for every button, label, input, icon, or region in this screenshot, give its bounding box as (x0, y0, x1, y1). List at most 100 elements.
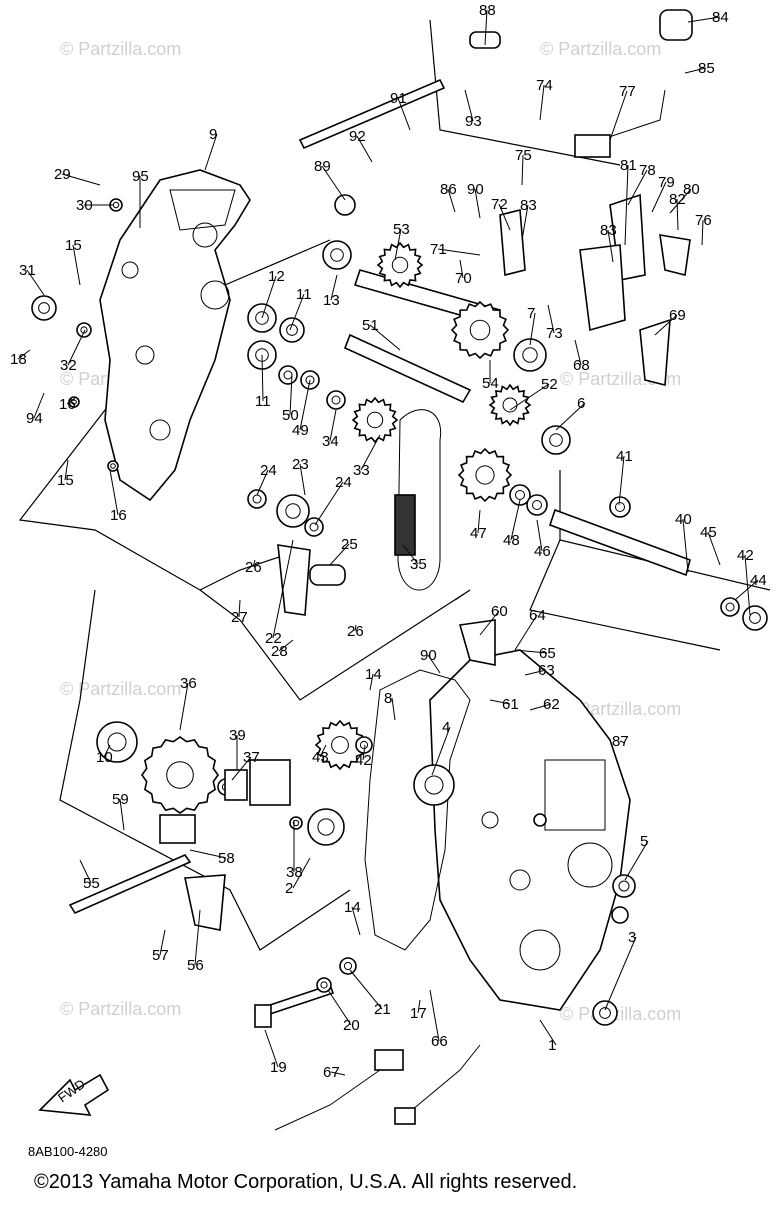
gear-hub (391, 256, 409, 274)
callout-79: 79 (658, 174, 675, 191)
leader-line (474, 188, 481, 219)
leader-line (536, 519, 543, 552)
callout-67: 67 (323, 1064, 340, 1081)
callout-26: 26 (245, 559, 262, 576)
leader-line (272, 539, 294, 639)
callout-76: 76 (695, 212, 712, 229)
callout-17: 17 (410, 1005, 427, 1022)
callout-40: 40 (675, 511, 692, 528)
bearing-bore (522, 347, 538, 363)
gear-hub (366, 411, 384, 429)
copyright-notice: ©2013 Yamaha Motor Corporation, U.S.A. A… (34, 1171, 577, 1193)
leader-line (555, 402, 586, 431)
callout-83: 83 (600, 222, 617, 239)
callout-25: 25 (341, 536, 358, 553)
leader-line (734, 579, 759, 601)
leader-line (321, 165, 346, 201)
leader-line (261, 275, 277, 319)
gear-hub (469, 319, 491, 341)
leader-line (459, 259, 464, 279)
leader-line (17, 349, 31, 360)
callout-28: 28 (271, 643, 288, 660)
callout-48: 48 (503, 532, 520, 549)
gear (314, 719, 366, 771)
leader-line (369, 673, 374, 691)
bearing-bore (515, 490, 525, 500)
bearing (339, 957, 357, 975)
leader-line (61, 173, 101, 186)
callout-24: 24 (260, 462, 277, 479)
leader-line (299, 379, 311, 431)
callout-50: 50 (282, 407, 299, 424)
callout-54: 54 (482, 375, 499, 392)
callout-52: 52 (541, 376, 558, 393)
callout-90: 90 (420, 647, 437, 664)
callout-22: 22 (265, 630, 282, 647)
callout-92: 92 (349, 128, 366, 145)
leader-line (397, 97, 411, 131)
bearing (247, 489, 267, 509)
callout-74: 74 (536, 77, 553, 94)
callout-27: 27 (231, 609, 248, 626)
callout-41: 41 (616, 448, 633, 465)
callout-44: 44 (750, 572, 767, 589)
leader-line (354, 624, 357, 632)
leader-line (194, 909, 201, 966)
gear (450, 300, 510, 360)
callout-47: 47 (470, 525, 487, 542)
bearing-bore (110, 463, 116, 469)
callout-53: 53 (393, 221, 410, 238)
bearing-bore (331, 395, 341, 405)
gear (376, 241, 424, 289)
callout-13: 13 (323, 292, 340, 309)
callout-7: 7 (527, 305, 535, 322)
bearing (326, 390, 346, 410)
callout-91: 91 (390, 90, 407, 107)
leader-line (701, 219, 704, 246)
gear-hub (166, 761, 194, 789)
leader-line (514, 649, 548, 654)
callout-38: 38 (286, 864, 303, 881)
callout-2: 2 (285, 880, 293, 897)
callout-82: 82 (669, 191, 686, 208)
bearing-bore (725, 602, 735, 612)
gear (457, 447, 513, 503)
leader-line (159, 929, 166, 956)
leader-line (289, 293, 305, 331)
bearing (276, 494, 310, 528)
callout-11: 11 (255, 393, 271, 410)
callout-78: 78 (639, 162, 656, 179)
leader-line (319, 744, 327, 758)
bearing-bore (424, 775, 444, 795)
leader-line (618, 455, 625, 506)
bearing-bore (532, 500, 542, 510)
callout-59: 59 (112, 791, 129, 808)
leader-line (676, 198, 679, 231)
leader-line (707, 531, 721, 566)
callout-37: 37 (243, 749, 260, 766)
bearing (513, 338, 547, 372)
callout-90: 90 (467, 181, 484, 198)
bearing (509, 484, 531, 506)
callout-56: 56 (187, 957, 204, 974)
leader-line (351, 906, 361, 936)
bearing-bore (618, 880, 630, 892)
leader-line (684, 67, 707, 74)
leader-line (529, 312, 536, 346)
bearing (76, 322, 92, 338)
bearing-bore (330, 248, 344, 262)
leader-line (362, 744, 366, 761)
leader-line (521, 154, 524, 186)
callout-15: 15 (65, 237, 82, 254)
leader-line (484, 9, 488, 46)
callout-57: 57 (152, 947, 169, 964)
leader-line (498, 203, 511, 231)
bearing-bore (107, 732, 127, 752)
bearing-bore (320, 981, 328, 989)
leader-line (329, 543, 350, 566)
gear (141, 736, 219, 814)
leader-line (329, 409, 337, 442)
bearing (31, 295, 57, 321)
leader-line (510, 499, 521, 541)
leader-line (64, 459, 69, 481)
